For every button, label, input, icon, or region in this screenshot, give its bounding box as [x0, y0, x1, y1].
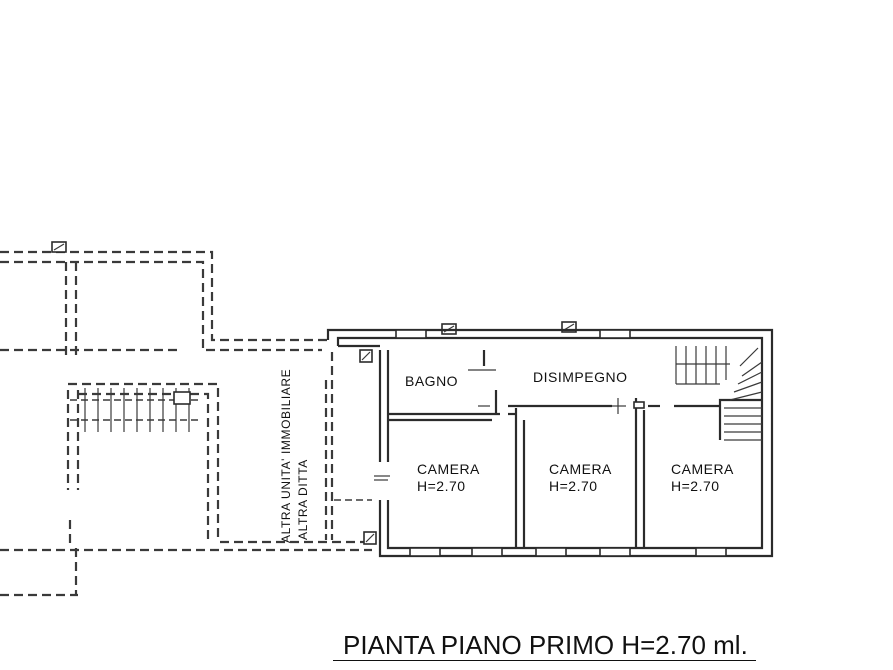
neighbor-property-outline — [0, 250, 372, 597]
windows — [395, 329, 727, 557]
neighbor-labels: ALTRA UNITA' IMMOBILIARE ALTRA DITTA — [279, 369, 310, 543]
neighbor-label-owner: ALTRA DITTA — [296, 459, 310, 540]
room-label-camera-1: CAMERA — [417, 461, 480, 477]
flue-symbols — [51, 241, 577, 545]
plan-title: PIANTA PIANO PRIMO H=2.70 ml. — [333, 630, 756, 661]
room-labels: BAGNO DISIMPEGNO CAMERA H=2.70 CAMERA H=… — [405, 369, 734, 494]
apartment-walls — [326, 328, 774, 558]
room-label-camera-3: CAMERA — [671, 461, 734, 477]
room-height-camera-3: H=2.70 — [671, 478, 720, 494]
room-height-camera-2: H=2.70 — [549, 478, 598, 494]
room-label-bagno: BAGNO — [405, 373, 458, 389]
room-height-camera-1: H=2.70 — [417, 478, 466, 494]
room-label-disimpegno: DISIMPEGNO — [533, 369, 627, 385]
neighbor-label-unit: ALTRA UNITA' IMMOBILIARE — [279, 369, 293, 543]
room-label-camera-2: CAMERA — [549, 461, 612, 477]
staircase — [675, 346, 763, 441]
